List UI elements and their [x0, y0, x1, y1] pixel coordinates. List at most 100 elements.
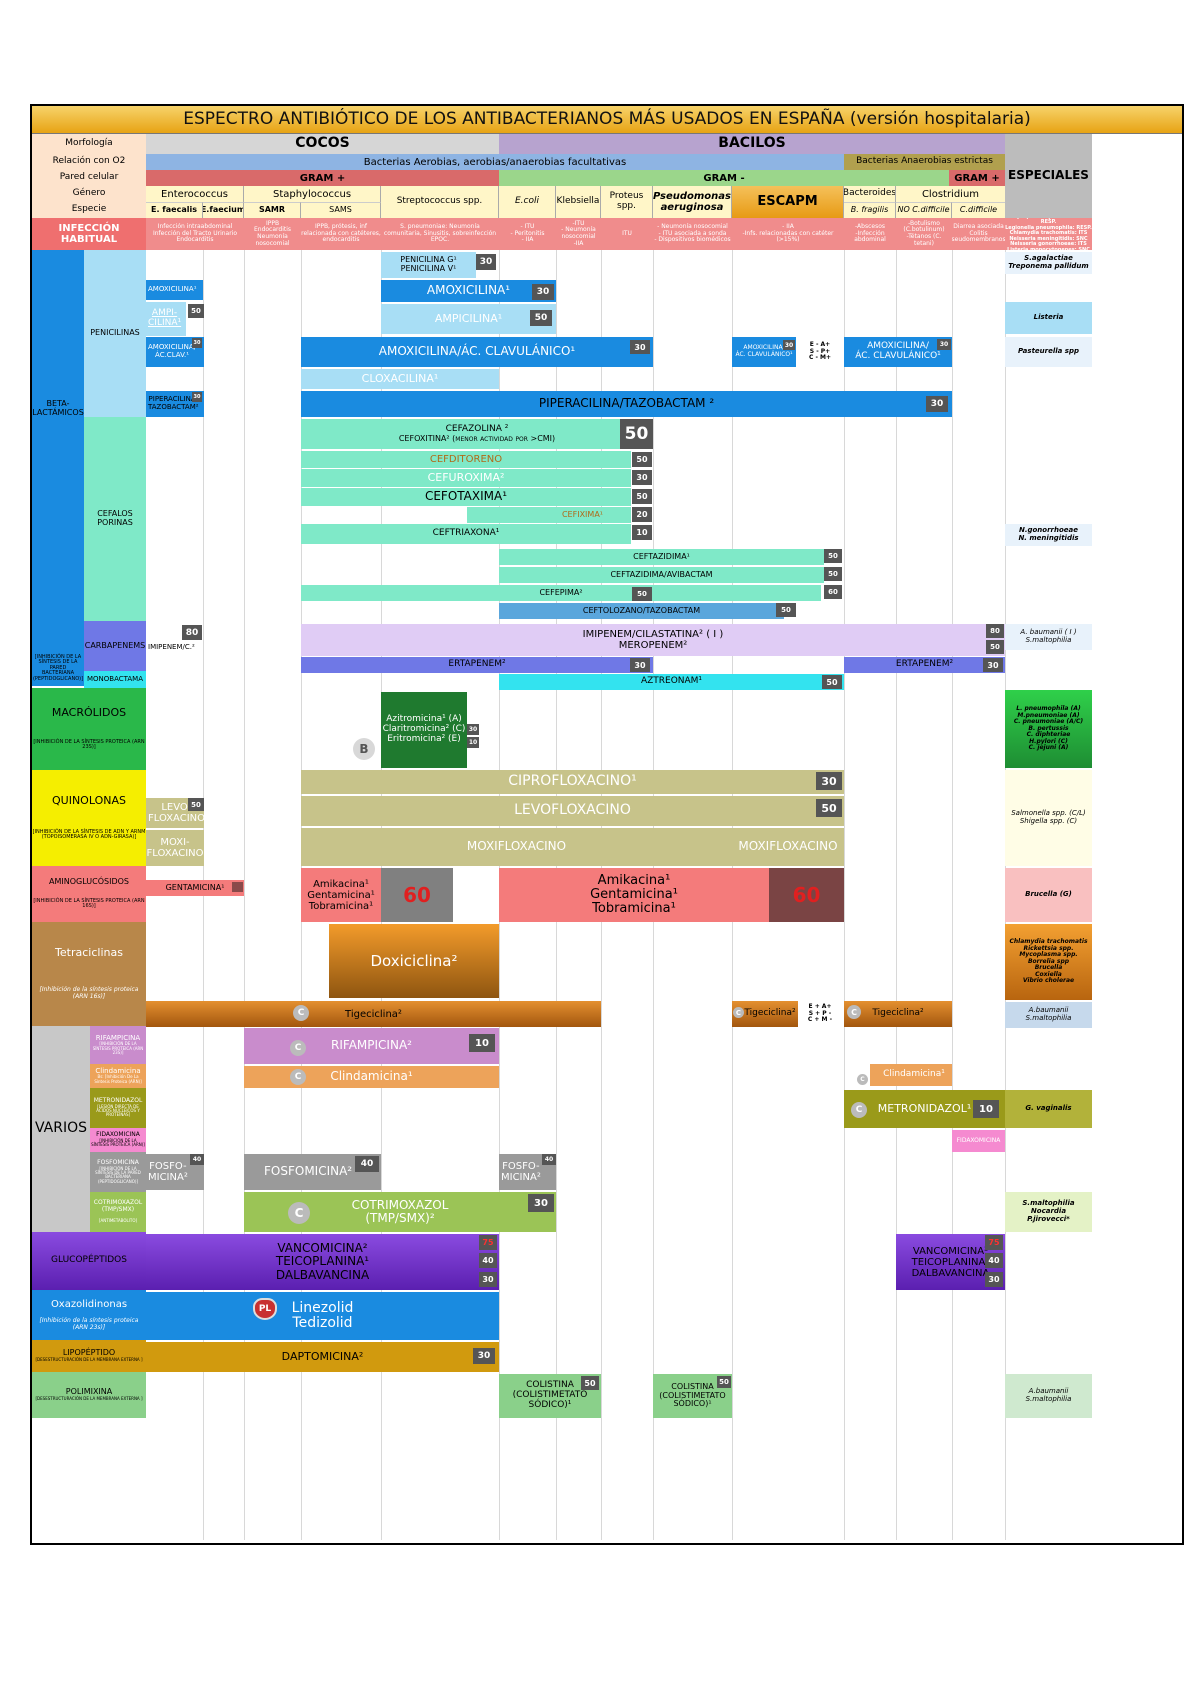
- drug-cefuroxima: CEFUROXIMA²: [301, 469, 631, 487]
- cat-fidaxomicina-sub: [INHIBICIÓN DE LA SÍNTESIS PROTEICA (ARN…: [91, 1137, 145, 1148]
- drug-imipenem: IMIPENEM/CILASTATINA² ( I ) MEROPENEM²: [301, 624, 1005, 656]
- cat-amino-label: AMINOGLUCÓSIDOS: [49, 877, 129, 887]
- cat-tetra-label: Tetraciclinas: [55, 946, 123, 960]
- esp-poli: A.baumanii S.maltophilia: [1005, 1374, 1092, 1418]
- label-relacion-o2: Relación con O2: [32, 154, 146, 170]
- cat-quinolonas: QUINOLONAS [INHIBICIÓN DE LA SÍNTESIS DE…: [32, 770, 146, 866]
- esp-tige: A.baumanii S.maltophilia: [1005, 1002, 1092, 1028]
- cat-clindamicina-label: Clindamicina: [95, 1066, 141, 1075]
- morph-bacilos: BACILOS: [499, 134, 1005, 154]
- drug-cefazolina-label: CEFAZOLINA ²: [445, 423, 509, 434]
- antibiotic-spectrum-sheet: ESPECTRO ANTIBIÓTICO DE LOS ANTIBACTERIA…: [30, 104, 1184, 1545]
- inf-pseudomonas: - Neumonía nosocomial - ITU asociada a s…: [653, 218, 732, 250]
- c-circle-icon: C: [288, 1202, 310, 1224]
- badge-10: 10: [632, 525, 652, 540]
- badge-30: 30: [192, 338, 202, 348]
- badge-30: 30: [783, 340, 795, 350]
- drug-rifampicina: RIFAMPICINA²: [244, 1028, 499, 1064]
- pl-shield-icon: PL: [253, 1298, 277, 1320]
- cat-beta-label: BETA-LACTÁMICOS: [32, 399, 84, 417]
- inf-sams: IPPB, prótesis, inf relacionada con caté…: [301, 218, 381, 250]
- drug-daptomicina: DAPTOMICINA²: [146, 1342, 499, 1372]
- cat-metronidazol-label: METRONIDAZOL: [93, 1097, 143, 1105]
- drug-metronidazol: METRONIDAZOL¹: [844, 1090, 1005, 1128]
- cat-quinolonas-label: QUINOLONAS: [52, 794, 126, 808]
- badge-50: 50: [824, 567, 842, 581]
- esp-carbap: A. baumanii ( I ) S.maltophilia: [1005, 624, 1092, 650]
- genus-clostridium: Clostridium: [896, 186, 1005, 202]
- genus-enterococcus: Enterococcus: [146, 186, 244, 202]
- cat-tetraciclinas: Tetraciclinas [Inhibición de la síntesis…: [32, 922, 146, 1026]
- species-cdiff: C.difficile: [952, 202, 1005, 218]
- badge-50: 50: [776, 603, 796, 617]
- drug-clindamicina-2: Clindamicina¹: [870, 1064, 952, 1086]
- badge-50: 50: [632, 587, 652, 601]
- drug-amoxicilina-small: AMOXICILINA¹: [146, 280, 203, 300]
- badge-40: 40: [190, 1154, 204, 1165]
- badge-30: 30: [476, 254, 496, 270]
- drug-ceftazavi: CEFTAZIDIMA/AVIBACTAM: [499, 567, 824, 583]
- drug-amino-big: Amikacina¹ Gentamicina¹ Tobramicina¹: [499, 868, 769, 922]
- drug-amoxicilina: AMOXICILINA¹: [381, 280, 556, 302]
- drug-levofloxacino: LEVOFLOXACINO: [301, 796, 844, 826]
- badge-50: 50: [632, 489, 652, 504]
- badge-50: 50: [824, 549, 842, 563]
- cat-cotrimoxazol-label: COTRIMOXAZOL (TMP/SMX): [93, 1199, 143, 1213]
- drug-moxifloxacino: MOXIFLOXACINO: [301, 828, 732, 866]
- badge-50: 50: [188, 798, 204, 811]
- badge-30: 30: [983, 658, 1003, 672]
- esp-strep: S.agalactiae Treponema pallidum: [1005, 252, 1092, 274]
- drug-tigeciclina: Tigeciclina²: [146, 1001, 601, 1027]
- cat-cotrimoxazol: COTRIMOXAZOL (TMP/SMX) [ANTIMETABOLITO]: [90, 1192, 146, 1232]
- cat-monobactama: MONOBACTAMA: [84, 671, 146, 688]
- tige-scale: E + A+ S + P - C + M -: [807, 1003, 833, 1024]
- badge-50: 50: [530, 310, 552, 326]
- species-faecalis: E. faecalis: [146, 202, 203, 218]
- genus-pseudomonas: Pseudomonas aeruginosa: [653, 186, 732, 218]
- c-circle-icon: C: [733, 1007, 744, 1018]
- drug-cefotaxima: CEFOTAXIMA¹: [301, 488, 631, 506]
- cat-glucopeptidos: GLUCOPÉPTIDOS: [32, 1232, 146, 1290]
- esp-ceftriax: N.gonorrhoeae N. meningitidis: [1005, 524, 1092, 546]
- cat-oxazolidinonas: Oxazolidinonas [Inhibición de la síntesi…: [32, 1290, 146, 1340]
- badge-30: 30: [937, 339, 951, 350]
- badge-20: 20: [632, 507, 652, 522]
- badge-40: 40: [985, 1253, 1003, 1268]
- badge-80: 80: [182, 625, 202, 640]
- badge-60: 60: [381, 868, 453, 922]
- b-circle-icon: B: [353, 738, 375, 760]
- species-samr: SAMR: [244, 202, 301, 218]
- drug-amino-small: Amikacina¹ Gentamicina¹ Tobramicina¹: [301, 868, 381, 922]
- drug-glucopeptidos: VANCOMICINA² TEICOPLANINA¹ DALBAVANCINA: [146, 1234, 499, 1290]
- drug-ciprofloxacino: CIPROFLOXACINO¹: [301, 770, 844, 794]
- cat-tetra-sub: [Inhibición de la síntesis proteica (ARN…: [39, 986, 139, 1001]
- drug-linezolid: Linezolid Tedizolid: [146, 1292, 499, 1340]
- drug-imipenem-label: IMIPENEM/CILASTATINA² ( I ): [582, 629, 724, 640]
- species-fragilis: B. fragilis: [844, 202, 896, 218]
- drug-penicilina: PENICILINA G¹ PENICILINA V¹: [381, 252, 476, 278]
- drug-moxi-small: MOXI- FLOXACINO: [146, 830, 204, 866]
- species-sams: SAMS: [301, 202, 381, 218]
- cat-macrolidos-sub: [INHIBICIÓN DE LA SÍNTESIS PROTEICA (ARN…: [33, 738, 145, 751]
- esp-metro: G. vaginalis: [1005, 1090, 1092, 1128]
- esp-macro: L. pneumophila (A) M.pneumoniae (A) C. p…: [1005, 690, 1092, 768]
- c-circle-icon: C: [293, 1005, 309, 1021]
- badge-10: 10: [469, 1034, 495, 1052]
- cat-penicilinas: PENICILINAS: [84, 250, 146, 417]
- cat-quinolonas-sub: [INHIBICIÓN DE LA SÍNTESIS DE ADN Y ARNM…: [32, 828, 146, 841]
- inf-samr: IPPB Endocarditis Neumonía nosocomial: [244, 218, 301, 250]
- badge-40: 40: [355, 1156, 379, 1172]
- morph-especiales: ESPECIALES: [1005, 134, 1092, 218]
- gram-neg: GRAM -: [499, 170, 949, 186]
- genus-staph: Staphylococcus: [244, 186, 381, 202]
- esp-amino: Brucella (G): [1005, 868, 1092, 922]
- inf-cdiff: Diarrea asociada Colitis pseudomembranos…: [952, 218, 1005, 250]
- cat-aminoglucosidos: AMINOGLUCÓSIDOS [INHIBICIÓN DE LA SÍNTES…: [32, 866, 146, 922]
- cat-poli-sub: [DESESTRUCTURACIÓN DE LA MEMBRANA EXTERN…: [35, 1396, 143, 1402]
- species-no-cdiff: NO C.difficile: [896, 202, 952, 218]
- drug-ceftazidima: CEFTAZIDIMA¹: [499, 549, 824, 565]
- genus-ecoli: E.coli: [499, 186, 556, 218]
- inf-proteus: ITU: [601, 218, 653, 250]
- cat-metronidazol: METRONIDAZOL [LESIÓN DIRECTA DE ÁCIDOS N…: [90, 1088, 146, 1128]
- badge-30: 30: [192, 392, 202, 402]
